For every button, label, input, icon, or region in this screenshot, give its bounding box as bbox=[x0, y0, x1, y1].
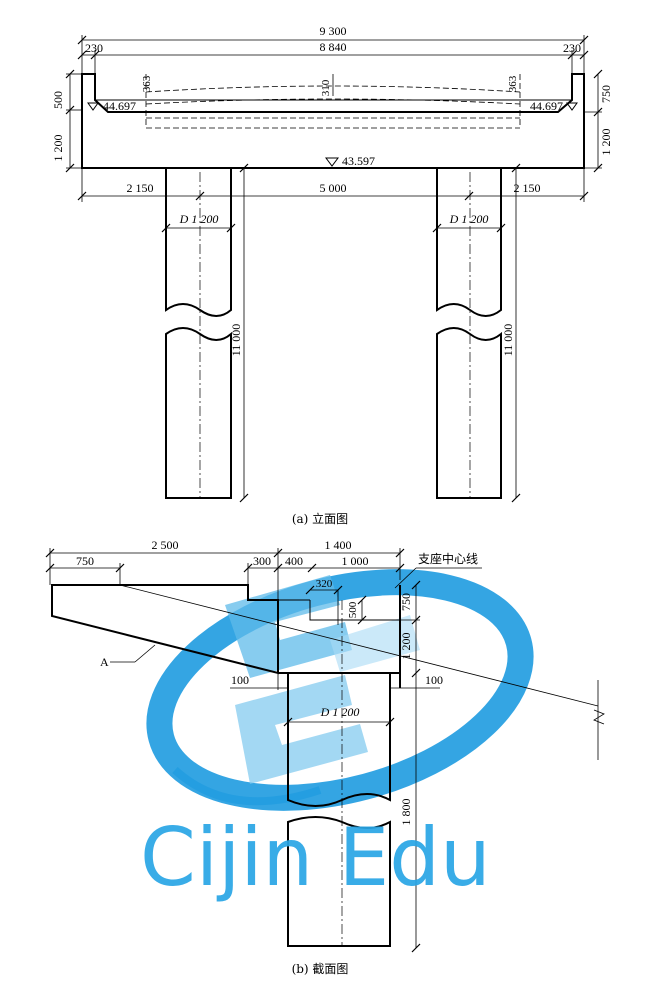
elev-top-left: 44.697 bbox=[103, 99, 136, 113]
dim-400: 400 bbox=[285, 554, 303, 568]
reference-slope-line bbox=[119, 584, 599, 707]
elevation-view: 9 300 230 8 840 230 363 310 363 500 1 20… bbox=[51, 24, 613, 526]
pier-diameter-right: D 1 200 bbox=[449, 212, 489, 226]
dim-left-500: 500 bbox=[51, 91, 65, 109]
dim-right-750: 750 bbox=[399, 593, 413, 611]
section-caption: (b) 截面图 bbox=[292, 962, 349, 976]
elevation-triangle-bottom bbox=[325, 157, 339, 167]
label-a: A bbox=[100, 655, 109, 669]
elevation-triangle-left bbox=[87, 102, 99, 111]
dim-left-overhang: 2 150 bbox=[127, 181, 154, 195]
pier-height-left: 11 000 bbox=[229, 324, 243, 357]
dim-left-step: 363 bbox=[141, 75, 153, 92]
dim-1000: 1 000 bbox=[342, 554, 369, 568]
elev-top-right: 44.697 bbox=[530, 99, 563, 113]
dim-right-1200: 1 200 bbox=[399, 633, 413, 660]
pier-diameter-section: D 1 200 bbox=[320, 705, 360, 719]
dim-pier-spacing: 5 000 bbox=[320, 181, 347, 195]
dim-right-overhang: 2 150 bbox=[514, 181, 541, 195]
elevation-caption: (a) 立面图 bbox=[292, 511, 348, 526]
watermark-text: Cijin Edu bbox=[140, 811, 491, 904]
dim-right-100: 100 bbox=[425, 673, 443, 687]
dim-right-step: 363 bbox=[507, 75, 519, 92]
dim-left-end: 230 bbox=[85, 41, 103, 55]
dim-750: 750 bbox=[76, 554, 94, 568]
elevation-triangle-right bbox=[566, 102, 578, 111]
dim-right-end: 230 bbox=[563, 41, 581, 55]
dim-left-100: 100 bbox=[231, 673, 249, 687]
pier-left: D 1 200 11 000 bbox=[161, 163, 249, 503]
dim-inner-width: 8 840 bbox=[320, 40, 347, 54]
pier-height-right: 11 000 bbox=[501, 324, 515, 357]
bearing-label: 支座中心线 bbox=[418, 551, 478, 566]
dim-cantilever: 2 500 bbox=[152, 538, 179, 552]
dim-320: 320 bbox=[316, 578, 333, 590]
dim-right-750: 750 bbox=[599, 85, 613, 103]
pier-right: D 1 200 11 000 bbox=[432, 163, 521, 503]
pier-diameter-left: D 1 200 bbox=[179, 212, 219, 226]
dim-mid-step: 310 bbox=[320, 79, 332, 96]
dim-300: 300 bbox=[253, 554, 271, 568]
dim-right-800: 1 800 bbox=[399, 799, 413, 826]
dim-500: 500 bbox=[347, 601, 359, 618]
watermark-logo bbox=[146, 569, 534, 811]
dim-right-1200: 1 200 bbox=[599, 129, 613, 156]
pier-section: D 1 200 bbox=[283, 600, 395, 947]
elev-bottom: 43.597 bbox=[342, 154, 375, 168]
dim-left-1200: 1 200 bbox=[51, 135, 65, 162]
dim-1400: 1 400 bbox=[325, 538, 352, 552]
section-view: 2 500 750 300 400 1 400 1 000 支座中心线 320 … bbox=[45, 538, 605, 976]
dim-total-width: 9 300 bbox=[320, 24, 347, 38]
